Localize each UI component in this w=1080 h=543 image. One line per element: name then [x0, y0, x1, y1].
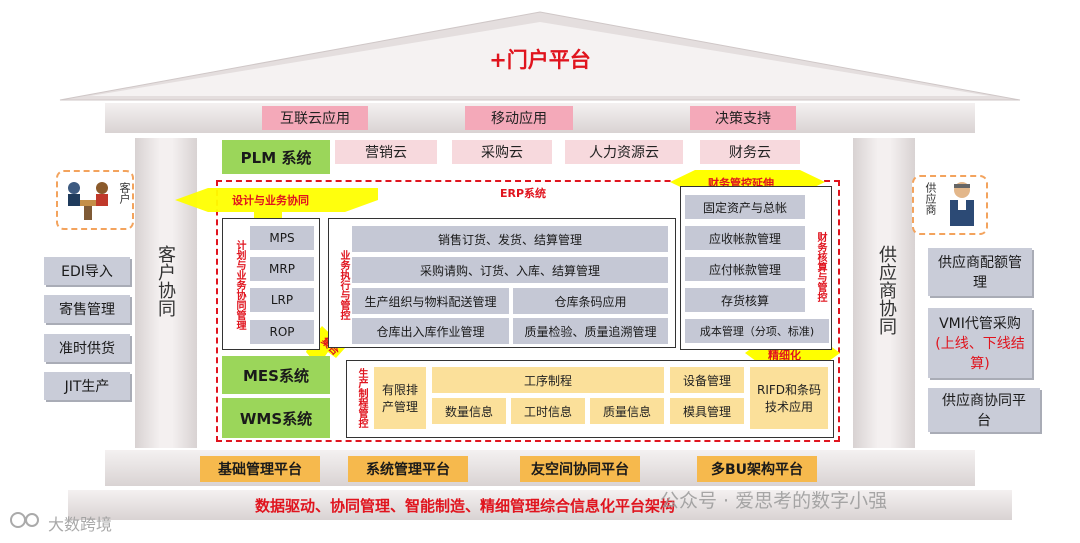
erp-label: ERP系统 [500, 187, 547, 200]
watermark-right: 公众号 · 爱思考的数字小强 [660, 490, 888, 512]
business-quality: 质量检验、质量追溯管理 [513, 318, 668, 344]
business-production-org: 生产组织与物料配送管理 [352, 288, 509, 314]
finance-receivable: 应收帐款管理 [685, 226, 805, 250]
customer-people-icon [68, 182, 108, 220]
finance-inventory: 存货核算 [685, 288, 805, 312]
portal-title: +门户平台 [489, 48, 591, 72]
production-rfid: RIFD和条码技术应用 [750, 367, 828, 429]
finance-payable: 应付帐款管理 [685, 257, 805, 281]
planning-item-mrp: MRP [250, 257, 314, 281]
production-scheduling: 有限排产管理 [374, 367, 426, 429]
business-purchasing: 采购请购、订货、入库、结算管理 [352, 257, 668, 283]
supplier-vmi-note: (上线、下线结算) [935, 336, 1025, 372]
supplier-icon-label: 供应商 [924, 182, 937, 215]
cloud-finance: 财务云 [700, 140, 800, 164]
production-quality: 质量信息 [590, 398, 664, 424]
business-label: 业务执行与管控 [338, 250, 349, 320]
business-warehouse-io: 仓库出入库作业管理 [352, 318, 509, 344]
customer-pillar-label: 客户协同 [155, 245, 176, 317]
production-mold: 模具管理 [670, 398, 744, 424]
plm-system: PLM 系统 [222, 140, 330, 174]
top-app-cloud: 互联云应用 [262, 106, 368, 130]
arrow-refine-label: 精细化 [768, 349, 801, 362]
foundation-bar [68, 490, 1012, 520]
supplier-pillar [853, 138, 915, 448]
supplier-person-icon [950, 182, 974, 226]
customer-icon-label: 客户 [118, 182, 131, 204]
top-app-mobile: 移动应用 [465, 106, 573, 130]
planning-item-lrp: LRP [250, 288, 314, 312]
planning-item-mps: MPS [250, 226, 314, 250]
finance-label: 财务核算与管控 [815, 232, 826, 302]
wms-system: WMS系统 [222, 398, 330, 438]
customer-pillar [135, 138, 197, 448]
cloud-hr: 人力资源云 [565, 140, 683, 164]
foundation-label: 数据驱动、协同管理、智能制造、精细管理综合信息化平台架构 [254, 497, 675, 515]
finance-cost: 成本管理（分项、标准) [685, 319, 829, 343]
planning-label: 计划与业务协同管理 [234, 240, 245, 330]
supplier-item-quota: 供应商配额管理 [928, 248, 1032, 296]
production-hours: 工时信息 [511, 398, 585, 424]
supplier-vmi-label: VMI代管采购 [939, 316, 1021, 332]
platform-multibu: 多BU架构平台 [697, 456, 817, 482]
arrow-design-label: 设计与业务协同 [232, 194, 309, 207]
customer-item-edi: EDI导入 [44, 257, 130, 285]
customer-item-jit: JIT生产 [44, 372, 130, 400]
platform-basic: 基础管理平台 [200, 456, 320, 482]
finance-fixed-assets: 固定资产与总帐 [685, 195, 805, 219]
platform-system: 系统管理平台 [348, 456, 468, 482]
cloud-purchasing: 采购云 [452, 140, 552, 164]
platform-youspace: 友空间协同平台 [520, 456, 640, 482]
top-app-decision: 决策支持 [690, 106, 796, 130]
watermark-logo-icon [10, 512, 39, 528]
mes-system: MES系统 [222, 356, 330, 394]
cloud-marketing: 营销云 [335, 140, 437, 164]
supplier-item-vmi: VMI代管采购 (上线、下线结算) [928, 308, 1032, 378]
production-process: 工序制程 [432, 367, 664, 393]
production-quantity: 数量信息 [432, 398, 506, 424]
business-warehouse-barcode: 仓库条码应用 [513, 288, 668, 314]
supplier-item-platform: 供应商协同平台 [928, 388, 1040, 432]
planning-item-rop: ROP [250, 320, 314, 344]
customer-item-consignment: 寄售管理 [44, 295, 130, 323]
supplier-pillar-label: 供应商协同 [876, 245, 897, 335]
customer-item-ontime: 准时供货 [44, 334, 130, 362]
watermark-left: 大数跨境 [48, 515, 113, 534]
erp-frame [216, 180, 840, 442]
production-label: 生产制程管控 [356, 368, 367, 428]
business-sales: 销售订货、发货、结算管理 [352, 226, 668, 252]
production-equipment: 设备管理 [670, 367, 744, 393]
